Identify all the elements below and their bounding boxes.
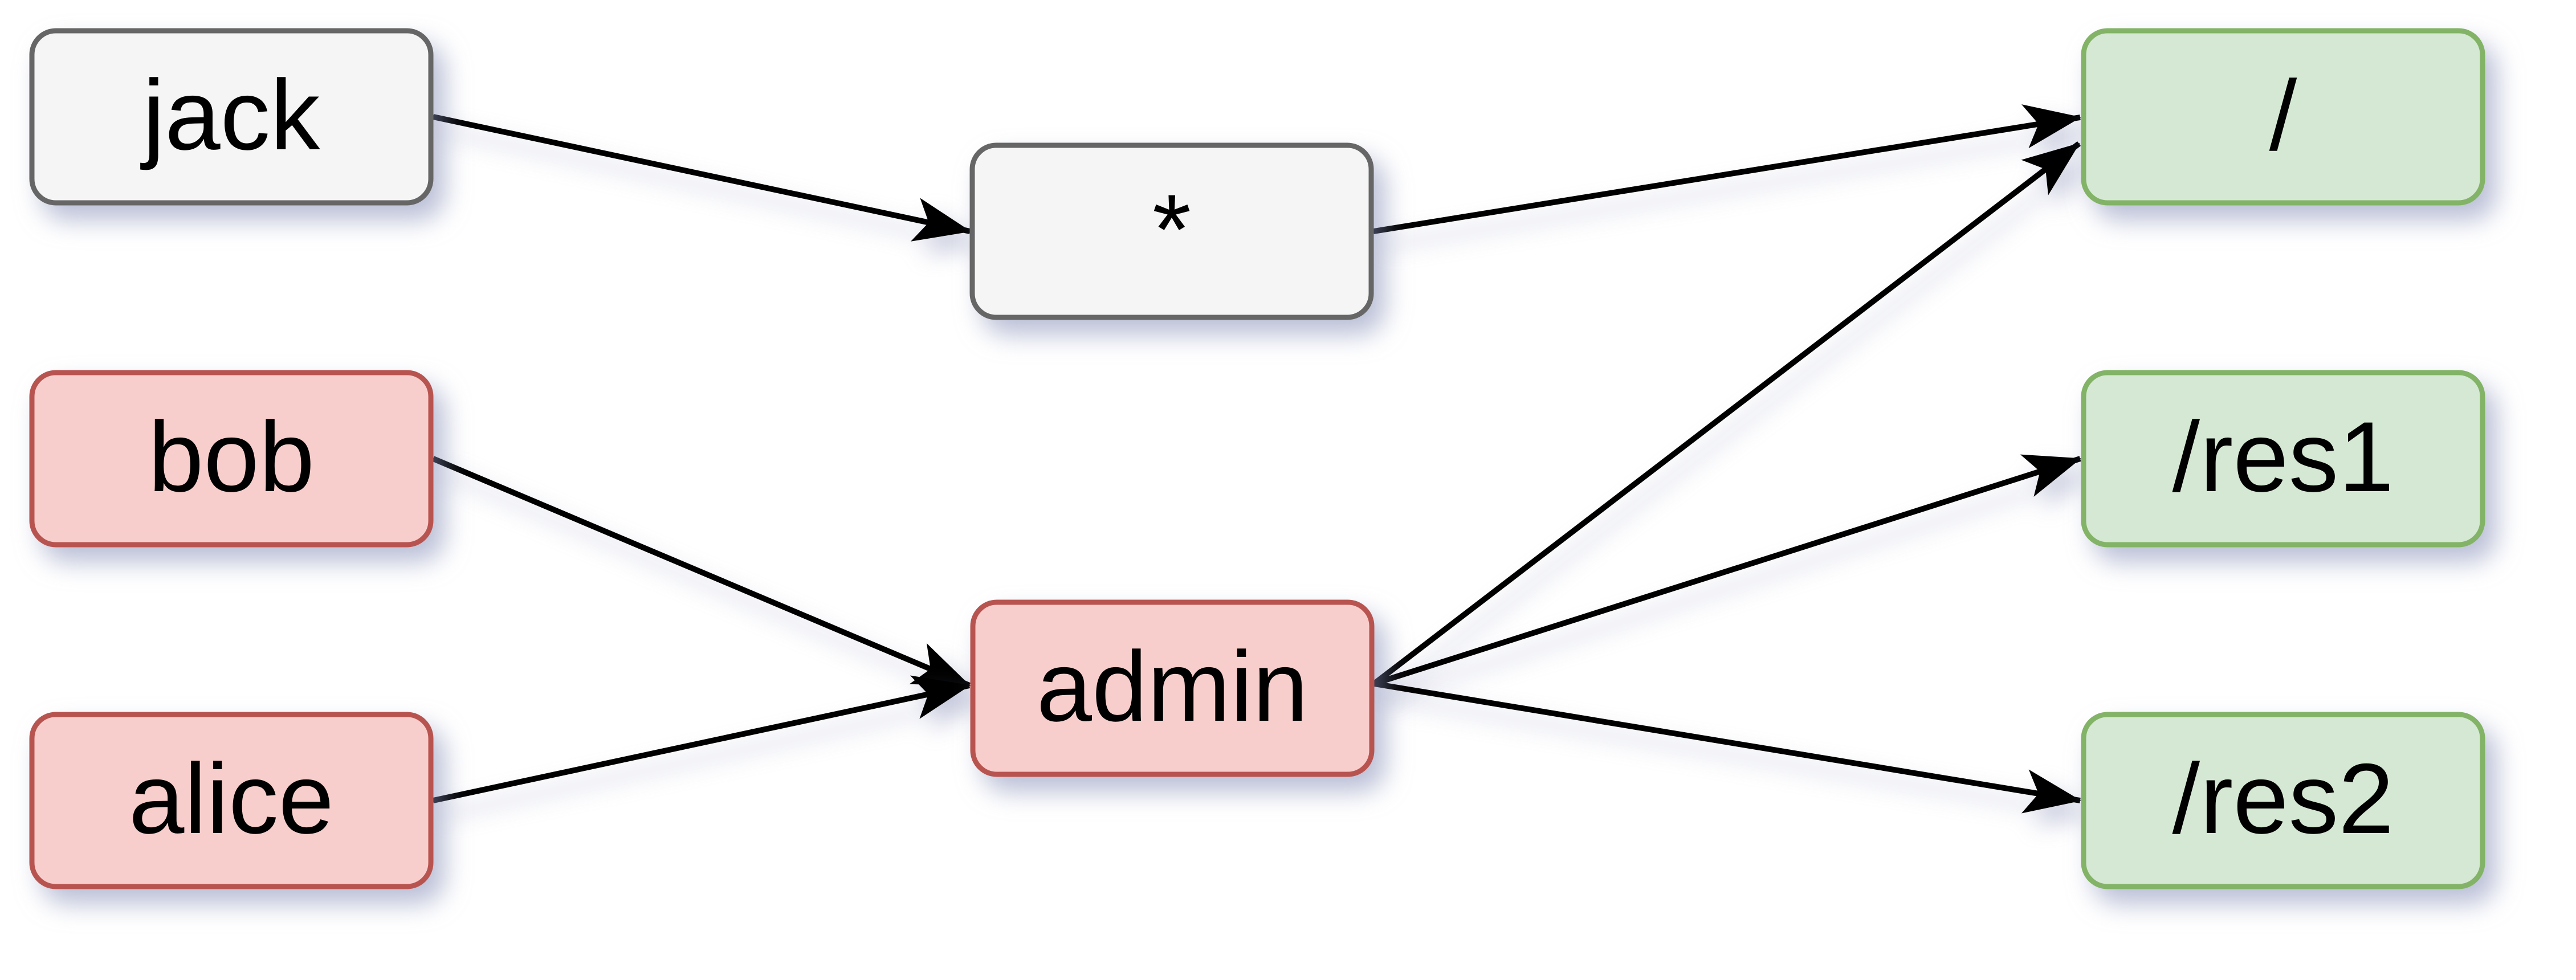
node-root-label: /: [2269, 60, 2297, 172]
edge-alice-to-admin: [432, 675, 971, 803]
edge-layer: [432, 104, 2081, 814]
node-res1-box: [2081, 370, 2485, 548]
edge-jack-to-star: [432, 114, 971, 242]
node-bob: bob: [29, 370, 434, 548]
node-res1-label: /res1: [2172, 402, 2394, 513]
node-root-box: [2081, 28, 2485, 206]
node-jack-box: [29, 28, 434, 206]
node-star: *: [969, 142, 1374, 320]
node-layer: jack bob alice * admin /: [29, 28, 2485, 889]
node-root: /: [2081, 28, 2485, 206]
edge-bob-to-admin: [432, 456, 971, 688]
node-jack-label: jack: [140, 60, 320, 171]
node-res2-box: [2081, 712, 2485, 889]
node-admin-box: [970, 599, 1375, 777]
node-jack: jack: [29, 28, 434, 206]
node-star-box: [969, 142, 1374, 320]
edge-admin-to-root: [1372, 141, 2081, 686]
node-res1: /res1: [2081, 370, 2485, 548]
edge-star-to-root: [1373, 104, 2081, 234]
edge-admin-to-res1: [1373, 454, 2081, 687]
node-res2-label: /res2: [2172, 744, 2394, 855]
node-res2: /res2: [2081, 712, 2485, 889]
node-star-label: *: [1152, 174, 1191, 285]
node-bob-box: [29, 370, 434, 548]
node-admin-label: admin: [1037, 631, 1309, 742]
node-bob-label: bob: [148, 402, 315, 513]
node-alice-box: [29, 712, 434, 889]
node-admin: admin: [970, 599, 1375, 777]
edge-admin-to-res2: [1373, 681, 2081, 814]
node-alice-label: alice: [129, 744, 334, 855]
node-alice: alice: [29, 712, 434, 889]
